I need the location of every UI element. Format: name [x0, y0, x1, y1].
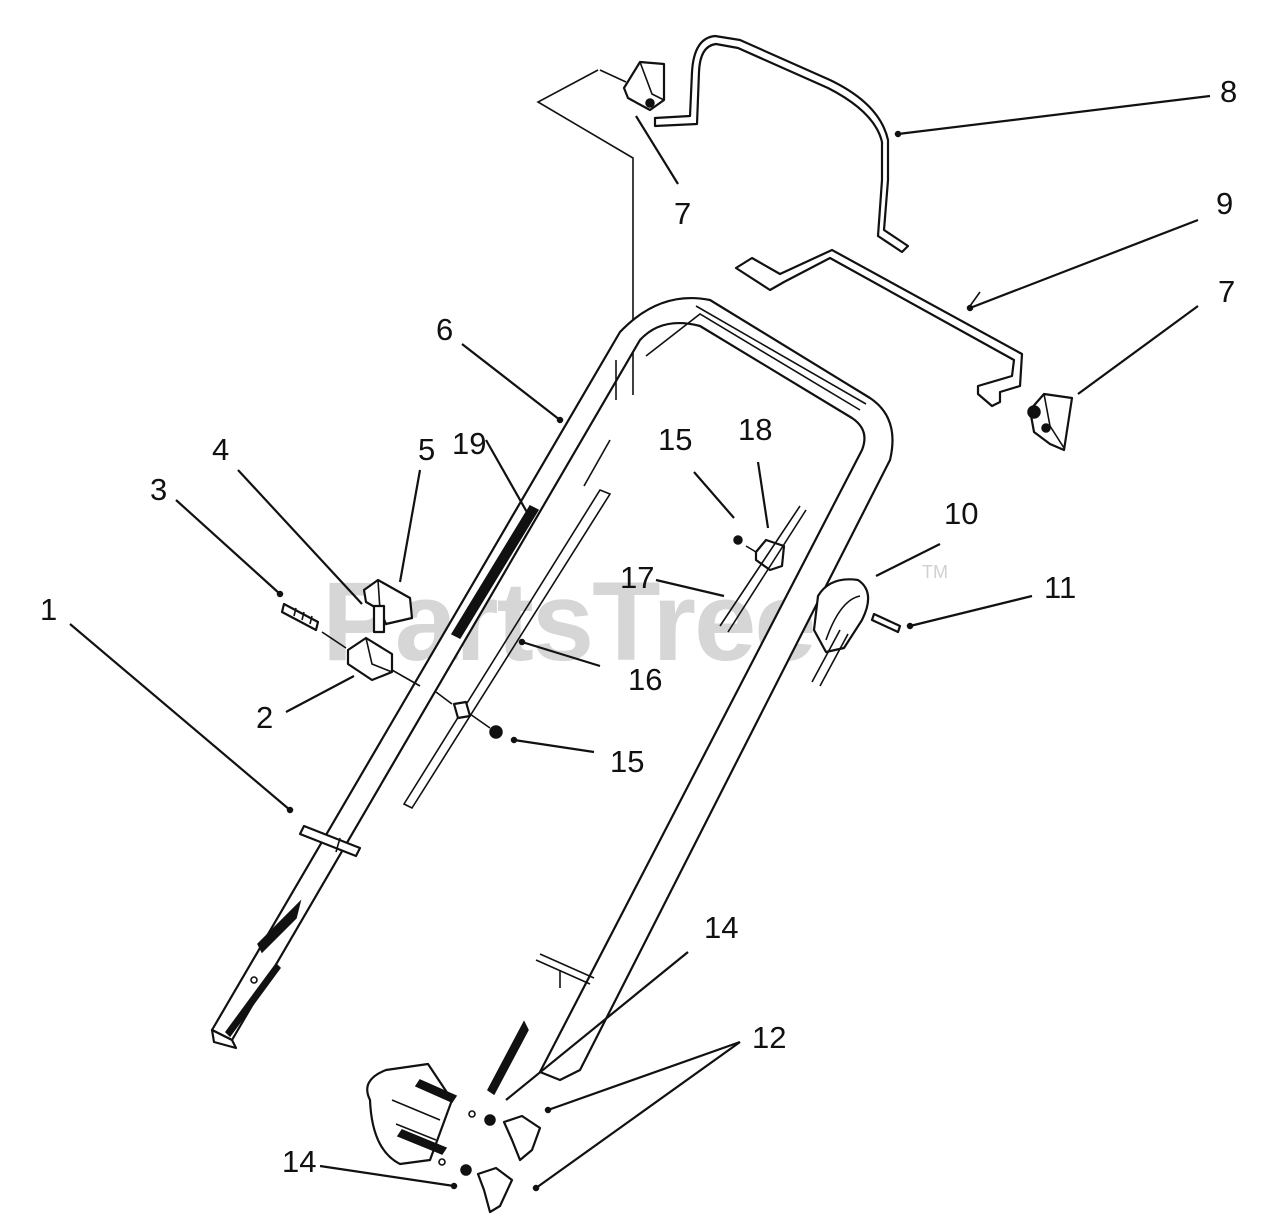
leader-lines — [69, 94, 1211, 1192]
callout-7-upper: 7 — [674, 196, 691, 231]
part-16-19-cable — [402, 439, 612, 810]
callout-11: 11 — [1044, 570, 1076, 605]
callout-14-upper: 14 — [704, 910, 738, 945]
callout-labels: 1 2 3 4 5 6 7 7 8 9 10 11 12 14 14 15 15… — [40, 74, 1237, 1179]
part-8-bail — [653, 34, 910, 254]
callout-8: 8 — [1220, 74, 1237, 109]
callout-14-lower: 14 — [282, 1144, 316, 1179]
callout-3: 3 — [150, 472, 167, 507]
part-15-lower-clip — [435, 691, 503, 739]
callout-12: 12 — [752, 1020, 786, 1055]
part-9-rod — [734, 248, 1024, 408]
callout-5: 5 — [418, 432, 435, 467]
watermark-trademark: TM — [922, 562, 948, 582]
callout-15-upper: 15 — [658, 422, 692, 457]
part-6-upper-handle — [210, 296, 894, 1096]
callout-18: 18 — [738, 412, 772, 447]
part-2-5-throttle — [280, 578, 421, 687]
part-12-14-knobs — [366, 1062, 542, 1214]
callout-6: 6 — [436, 312, 453, 347]
callout-10: 10 — [944, 496, 978, 531]
callout-9: 9 — [1216, 186, 1233, 221]
alignment-lines — [536, 69, 634, 395]
part-17-18-clip — [719, 505, 807, 633]
callout-19: 19 — [452, 426, 486, 461]
callout-2: 2 — [256, 700, 273, 735]
part-7-right-bracket — [1027, 392, 1074, 452]
callout-1: 1 — [40, 592, 57, 627]
part-7-upper-bracket — [622, 60, 666, 112]
part-10-11-guide — [811, 578, 902, 687]
callout-7-right: 7 — [1218, 274, 1235, 309]
callout-17: 17 — [620, 560, 654, 595]
callout-4: 4 — [212, 432, 229, 467]
callout-16: 16 — [628, 662, 662, 697]
callout-15-lower: 15 — [610, 744, 644, 779]
